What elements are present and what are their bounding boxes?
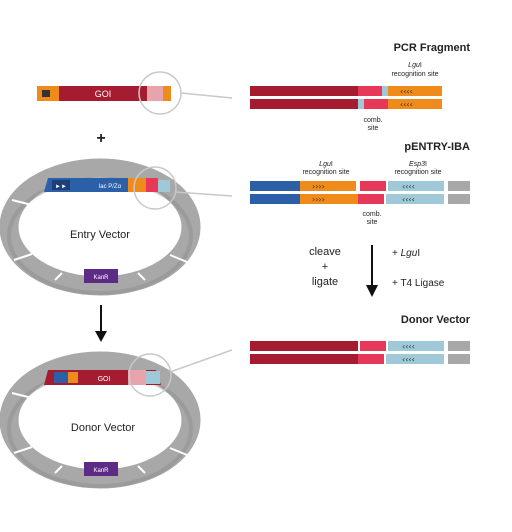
recognition-site-top: recognition site — [391, 71, 438, 78]
svg-text:‹‹‹‹: ‹‹‹‹ — [400, 100, 413, 109]
plus-t4-label: + T4 Ligase — [392, 278, 445, 289]
cleave-label: cleave — [309, 246, 341, 258]
svg-text:››››: ›››› — [312, 182, 325, 191]
pcr-fragment-bar: GOI — [37, 86, 171, 101]
recognition-site-mid: recognition site — [302, 169, 349, 176]
lacpz-label: lac P/Zα — [99, 184, 122, 190]
pcr-fragment-detail: ‹‹‹‹ ‹‹‹‹ — [250, 86, 442, 109]
svg-text:‹‹‹‹: ‹‹‹‹ — [402, 355, 415, 364]
esp3i-label: Esp3I — [409, 161, 427, 168]
entry-vector-label: Entry Vector — [70, 229, 130, 241]
kanr2-label: KanR — [93, 468, 109, 474]
ligate-label: ligate — [312, 276, 338, 288]
pentry-title: pENTRY-IBA — [404, 141, 470, 153]
pentry-detail: ›››› ›››› ‹‹‹‹ ‹‹‹‹ — [250, 181, 470, 204]
svg-text:››››: ›››› — [312, 195, 325, 204]
donor-vector-title: Donor Vector — [401, 314, 471, 326]
svg-text:‹‹‹‹: ‹‹‹‹ — [402, 195, 415, 204]
lgui-label-top: LguI — [408, 62, 422, 69]
svg-text:‹‹‹‹: ‹‹‹‹ — [402, 342, 415, 351]
kanr-label: KanR — [93, 275, 109, 281]
comb-site-top-1: comb. — [363, 117, 382, 124]
comb-site-mid-1: comb. — [362, 211, 381, 218]
zoom-connector-mid — [174, 191, 233, 197]
entry-vector-ring: ►► lac P/Zα KanR — [0, 158, 201, 296]
zoom-circle-mid — [133, 166, 177, 210]
svg-text:‹‹‹‹: ‹‹‹‹ — [400, 87, 413, 96]
plus-sign: + — [96, 130, 105, 147]
plus-small-label: + — [322, 261, 328, 273]
svg-text:►►: ►► — [55, 184, 67, 190]
zoom-connector-bottom — [169, 349, 233, 373]
recognition-site-esp3i: recognition site — [394, 169, 441, 176]
zoom-circle-bottom — [128, 353, 172, 397]
lgui-label-mid: LguI — [319, 161, 333, 168]
plus-lgui-label: + LguI — [392, 248, 420, 259]
donor-vector-ring: GOI KanR — [0, 351, 201, 489]
goi-label: GOI — [95, 89, 112, 99]
kanr-marker — [84, 269, 118, 283]
donor-detail: ‹‹‹‹ ‹‹‹‹ — [250, 341, 470, 364]
goi2-label: GOI — [98, 376, 111, 383]
pcr-fragment-title: PCR Fragment — [394, 42, 471, 54]
kanr2-marker — [84, 462, 118, 476]
comb-site-mid-2: site — [367, 219, 378, 226]
comb-site-top-2: site — [368, 125, 379, 132]
donor-vector-label: Donor Vector — [71, 422, 136, 434]
svg-text:‹‹‹‹: ‹‹‹‹ — [402, 182, 415, 191]
arrow-right-head — [366, 285, 378, 297]
zoom-connector-top — [180, 92, 233, 99]
arrow-left-head — [95, 331, 107, 342]
